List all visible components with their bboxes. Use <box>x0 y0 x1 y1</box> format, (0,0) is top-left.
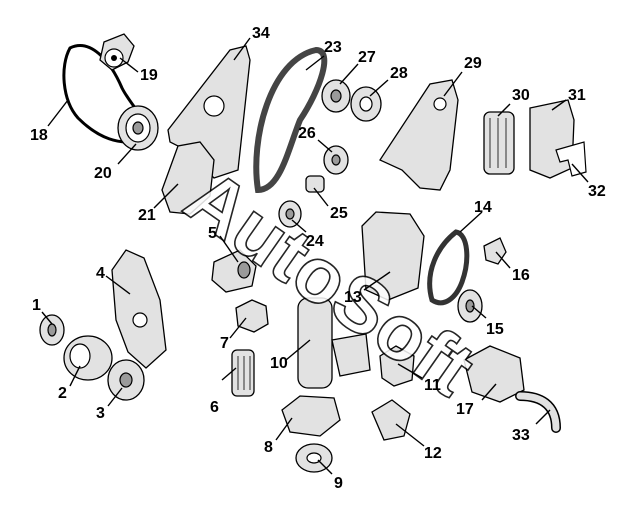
callout-7: 7 <box>220 335 229 352</box>
callout-25: 25 <box>330 205 348 222</box>
callout-30: 30 <box>512 87 530 104</box>
oil-filter <box>483 111 515 175</box>
callout-31: 31 <box>568 87 586 104</box>
callout-6: 6 <box>210 399 219 416</box>
alternator <box>63 335 113 381</box>
callout-26: 26 <box>298 125 316 142</box>
filter-element <box>231 349 255 397</box>
coolant-pump <box>211 249 257 293</box>
mounting-bracket <box>555 141 587 177</box>
callout-17: 17 <box>456 401 474 418</box>
idler-pulley <box>321 79 351 113</box>
pump-pulley <box>107 359 145 401</box>
callout-5: 5 <box>208 225 217 242</box>
water-pump-housing <box>161 141 215 215</box>
callout-32: 32 <box>588 183 606 200</box>
callout-13: 13 <box>344 289 362 306</box>
callout-29: 29 <box>464 55 482 72</box>
oil-filter-housing <box>529 99 575 179</box>
callout-19: 19 <box>140 67 158 84</box>
callout-2: 2 <box>58 385 67 402</box>
callout-1: 1 <box>32 297 41 314</box>
accessory-bracket <box>111 249 167 369</box>
callout-28: 28 <box>390 65 408 82</box>
housing-base <box>281 395 341 437</box>
oil-pipe-inner <box>516 392 560 432</box>
oil-pump <box>361 211 425 301</box>
drive-chain <box>427 229 470 306</box>
callout-27: 27 <box>358 49 376 66</box>
callout-16: 16 <box>512 267 530 284</box>
belt-tensioner <box>99 33 135 71</box>
callout-34: 34 <box>252 25 270 42</box>
cover-port <box>203 95 225 117</box>
callout-33: 33 <box>512 427 530 444</box>
small-idler <box>39 314 65 346</box>
timing-belt <box>253 46 328 194</box>
callout-11: 11 <box>424 377 441 394</box>
callout-18: 18 <box>30 127 48 144</box>
callout-8: 8 <box>264 439 273 456</box>
callout-9: 9 <box>334 475 343 492</box>
callout-3: 3 <box>96 405 105 422</box>
rear-timing-cover <box>379 79 459 191</box>
camshaft-sprocket <box>278 200 302 228</box>
guide-roller <box>323 145 349 175</box>
oil-cooler <box>463 345 525 403</box>
callout-20: 20 <box>94 165 112 182</box>
callout-24: 24 <box>306 233 324 250</box>
callout-23: 23 <box>324 39 342 56</box>
tensioner-pulley <box>350 86 382 122</box>
callout-10: 10 <box>270 355 288 372</box>
callout-21: 21 <box>138 207 156 224</box>
callout-labels: 1 2 3 4 5 6 7 8 9 10 11 12 13 14 15 16 1… <box>30 25 606 492</box>
callout-14: 14 <box>474 199 492 216</box>
cover-hole <box>433 97 447 111</box>
callout-4: 4 <box>96 265 105 282</box>
callout-15: 15 <box>486 321 504 338</box>
filter-housing <box>297 297 371 389</box>
bracket-hole <box>132 312 148 328</box>
filler-cap <box>235 299 269 333</box>
crankshaft-pulley <box>117 105 159 151</box>
oil-pump-sprocket <box>457 289 483 323</box>
sleeve <box>305 175 325 193</box>
callout-12: 12 <box>424 445 442 462</box>
leader-lines <box>41 37 589 475</box>
sensor <box>379 345 415 387</box>
engine-mount <box>371 399 411 441</box>
